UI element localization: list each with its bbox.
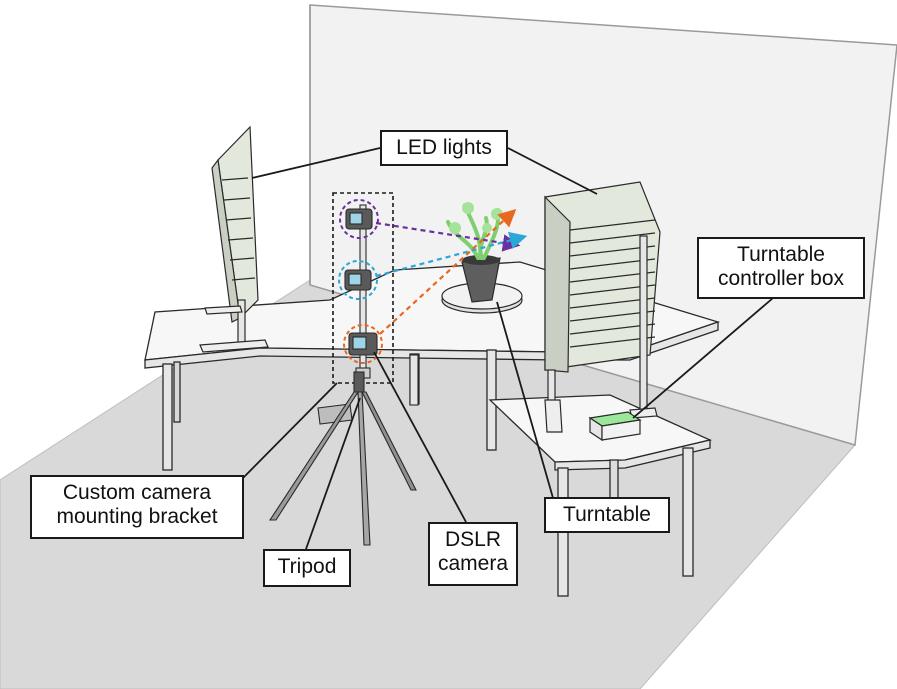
turntable-controller-box xyxy=(588,411,642,442)
label-dslr-line1: DSLR xyxy=(444,528,502,551)
camera-top-highlight xyxy=(339,199,379,239)
label-dslr-camera: DSLR camera xyxy=(428,522,518,586)
view-ray-top xyxy=(375,221,521,252)
tripod xyxy=(268,371,417,546)
label-led-lights: LED lights xyxy=(380,130,508,166)
left-led-panel xyxy=(199,125,269,353)
label-custom-camera-mounting-bracket: Custom camera mounting bracket xyxy=(30,475,244,539)
view-ray-bottom xyxy=(379,209,517,335)
camera-top xyxy=(345,208,373,230)
label-bracket-line1: Custom camera xyxy=(62,481,212,504)
label-led-lights-text: LED lights xyxy=(396,136,492,159)
label-tripod-text: Tripod xyxy=(277,555,337,578)
label-controller-line2: controller box xyxy=(717,267,845,290)
camera-middle xyxy=(344,269,372,291)
label-dslr-line2: camera xyxy=(438,552,509,575)
label-tripod: Tripod xyxy=(263,549,351,587)
camera-bottom-dslr xyxy=(348,332,378,356)
label-bracket-line2: mounting bracket xyxy=(56,505,218,528)
view-ray-middle xyxy=(375,231,528,278)
label-turntable: Turntable xyxy=(544,497,670,533)
right-led-panel xyxy=(544,181,661,433)
label-turntable-controller-box: Turntable controller box xyxy=(697,237,865,299)
label-controller-line1: Turntable xyxy=(737,243,825,266)
potted-plant xyxy=(446,202,503,303)
label-turntable-text: Turntable xyxy=(563,503,651,526)
camera-bottom-highlight xyxy=(343,324,383,364)
leader-lines xyxy=(242,147,774,550)
camera-middle-highlight xyxy=(338,260,378,300)
